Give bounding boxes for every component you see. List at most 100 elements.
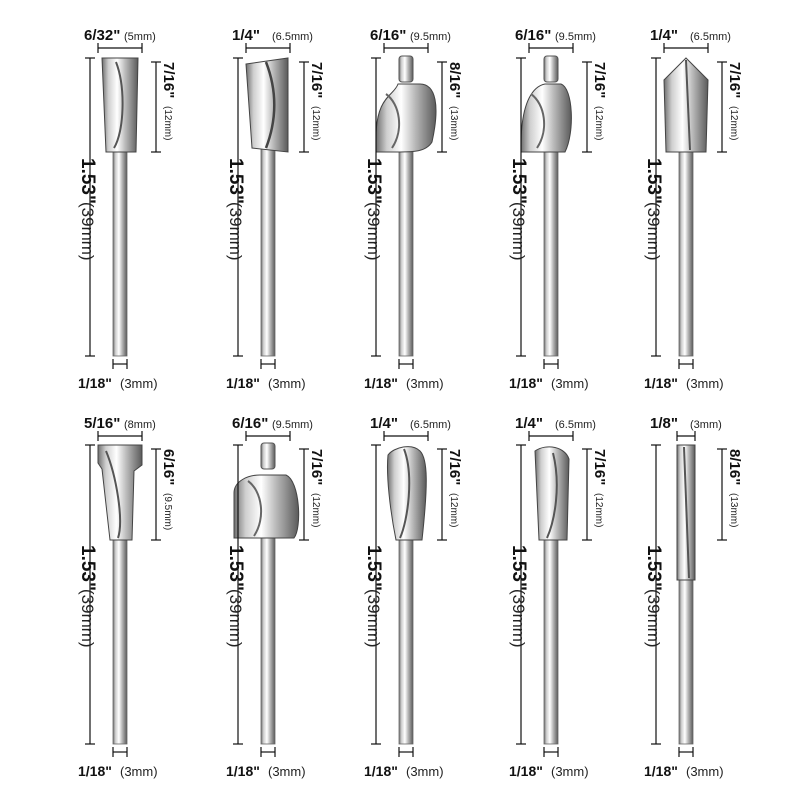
bearing-pin bbox=[543, 55, 559, 83]
shank-diameter-mm: (3mm) bbox=[268, 764, 306, 779]
top-diameter-mm: (9.5mm) bbox=[410, 31, 451, 43]
bearing-pin bbox=[398, 55, 414, 83]
overall-length-mm: (39mm) bbox=[78, 589, 97, 648]
overall-length-inch: 1.53" bbox=[508, 545, 529, 591]
cutter-head bbox=[245, 57, 289, 153]
top-diameter-mm: (3mm) bbox=[690, 419, 722, 431]
cutter-head bbox=[534, 446, 570, 541]
top-diameter-mm: (6.5mm) bbox=[410, 419, 451, 431]
shank-diameter-mm: (3mm) bbox=[551, 764, 589, 779]
cut-length-label: 8/16"(13mm) bbox=[726, 449, 743, 527]
flute-line bbox=[546, 452, 558, 539]
top-diameter-inch: 6/16" bbox=[370, 27, 406, 44]
overall-length-label: 1.53"(39mm) bbox=[77, 158, 98, 261]
cut-length-mm: (9.5mm) bbox=[162, 493, 173, 530]
top-diameter-inch: 1/4" bbox=[232, 27, 260, 44]
overall-length-label: 1.53"(39mm) bbox=[643, 158, 664, 261]
flute-line bbox=[105, 450, 122, 539]
overall-length-inch: 1.53" bbox=[363, 545, 384, 591]
overall-length-inch: 1.53" bbox=[643, 545, 664, 591]
overall-length-mm: (39mm) bbox=[364, 202, 383, 261]
router-bit-7: 6/16"(9.5mm)7/16"(12mm)1.53"(39mm)1/18"(… bbox=[225, 415, 325, 779]
cutter-edge bbox=[247, 480, 263, 537]
shank-diameter-inch: 1/18" bbox=[509, 375, 543, 391]
cut-length-label: 7/16"(12mm) bbox=[308, 62, 325, 140]
shank-diameter-mm: (3mm) bbox=[686, 764, 724, 779]
router-bit-2: 1/4"(6.5mm)7/16"(12mm)1.53"(39mm)1/18"(3… bbox=[225, 27, 325, 391]
top-diameter-inch: 1/8" bbox=[650, 415, 678, 432]
cut-length-mm: (12mm) bbox=[162, 106, 173, 140]
cut-length-mm: (12mm) bbox=[310, 106, 321, 140]
top-diameter-mm: (8mm) bbox=[124, 419, 156, 431]
overall-length-inch: 1.53" bbox=[643, 158, 664, 204]
cut-length-inch: 7/16" bbox=[446, 449, 463, 485]
shank bbox=[398, 147, 414, 357]
router-bit-1: 6/32" (5mm) 7/16" (12mm) 1.53"(39mm) 1/18" (3m… bbox=[77, 27, 177, 391]
cut-length-mm: (12mm) bbox=[593, 106, 604, 140]
shank-diameter-mm: (3mm) bbox=[406, 376, 444, 391]
cut-length-mm: (12mm) bbox=[310, 493, 321, 527]
overall-length-label: 1.53"(39mm) bbox=[643, 545, 664, 648]
shank bbox=[260, 147, 276, 357]
cut-length-label: 8/16"(13mm) bbox=[446, 62, 463, 140]
cut-length-label: 7/16" (12mm) bbox=[160, 62, 177, 140]
shank-diameter-inch: 1/18" bbox=[226, 763, 260, 779]
cut-length-inch: 7/16" bbox=[591, 62, 608, 98]
overall-length-mm: (39mm) bbox=[644, 202, 663, 261]
flute-line bbox=[683, 446, 690, 579]
cut-length-label: 7/16"(12mm) bbox=[308, 449, 325, 527]
overall-length-inch: 1.53" bbox=[77, 545, 98, 591]
cutter-head bbox=[233, 474, 300, 539]
overall-length-label: 1.53"(39mm) bbox=[225, 158, 246, 261]
cut-length-inch: 7/16" bbox=[591, 449, 608, 485]
top-diameter-inch: 6/16" bbox=[515, 27, 551, 44]
router-bit-5: 1/4"(6.5mm)7/16"(12mm)1.53"(39mm)1/18"(3… bbox=[643, 27, 743, 391]
cut-length-label: 7/16"(12mm) bbox=[726, 62, 743, 140]
overall-length-inch: 1.53" bbox=[363, 158, 384, 204]
cut-length-label: 7/16" (12mm) bbox=[446, 449, 463, 527]
top-diameter-mm: (6.5mm) bbox=[272, 31, 313, 43]
flute-line bbox=[113, 61, 124, 149]
shank-diameter-mm: (3mm) bbox=[686, 376, 724, 391]
shank bbox=[260, 535, 276, 745]
shank-diameter-mm: (3mm) bbox=[120, 764, 158, 779]
overall-length-mm: (39mm) bbox=[226, 202, 245, 261]
cutter-head bbox=[97, 444, 143, 541]
overall-length-inch: 1.53" bbox=[225, 158, 246, 204]
router-bit-8: 1/4"(6.5mm)7/16"(12mm)1.53"(39mm)1/18"(3… bbox=[363, 415, 463, 779]
shank-diameter-inch: 1/18" bbox=[364, 763, 398, 779]
overall-length-inch: 1.53" bbox=[508, 158, 529, 204]
overall-length-label: 1.53"(39mm) bbox=[363, 158, 384, 261]
top-diameter-mm: (6.5mm) bbox=[690, 31, 731, 43]
router-bit-10: 1/8"(3mm)8/16"(13mm)1.53"(39mm)1/18"(3mm… bbox=[643, 415, 743, 779]
shank-diameter-inch: 1/18" bbox=[78, 763, 112, 779]
overall-length-inch: 1.53" bbox=[225, 545, 246, 591]
shank-diameter-inch: 1/18" bbox=[78, 375, 112, 391]
top-diameter-mm: (5mm) bbox=[124, 31, 156, 43]
cut-length-mm: (12mm) bbox=[448, 493, 459, 527]
shank bbox=[543, 535, 559, 745]
top-diameter-inch: 6/32" bbox=[84, 27, 120, 44]
bearing-pin bbox=[260, 442, 276, 470]
shank bbox=[678, 147, 694, 357]
overall-length-label: 1.53"(39mm) bbox=[508, 545, 529, 648]
top-diameter-inch: 6/16" bbox=[232, 415, 268, 432]
flute-line bbox=[685, 59, 691, 151]
cutter-head bbox=[386, 446, 427, 541]
cutter-edge bbox=[385, 93, 401, 149]
flute-line bbox=[399, 448, 411, 539]
cut-length-inch: 6/16" bbox=[160, 449, 177, 485]
shank-diameter-mm: (3mm) bbox=[406, 764, 444, 779]
cut-length-label: 6/16" (9.5mm) bbox=[160, 449, 177, 530]
overall-length-label: 1.53"(39mm) bbox=[77, 545, 98, 648]
top-diameter-mm: (9.5mm) bbox=[555, 31, 596, 43]
overall-length-mm: (39mm) bbox=[644, 589, 663, 648]
router-bit-6: 5/16"(8mm)6/16"(9.5mm)1.53"(39mm)1/18"(3… bbox=[77, 415, 177, 779]
shank-diameter-inch: 1/18" bbox=[509, 763, 543, 779]
cut-length-inch: 7/16" bbox=[160, 62, 177, 98]
shank bbox=[543, 147, 559, 357]
shank-diameter-mm: (3mm) bbox=[120, 376, 158, 391]
overall-length-mm: (39mm) bbox=[226, 589, 245, 648]
cut-length-inch: 8/16" bbox=[446, 62, 463, 98]
